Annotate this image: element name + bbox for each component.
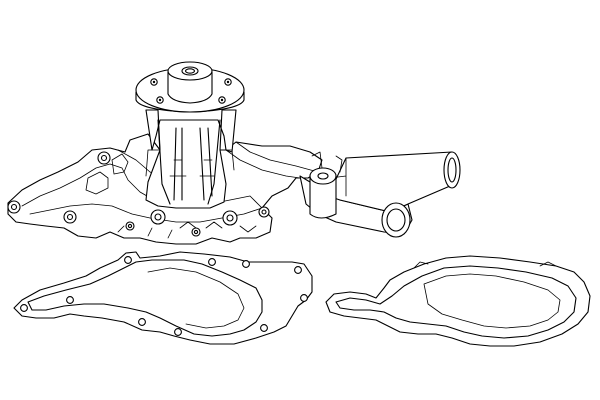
bolt-holes: [7, 151, 270, 237]
pedestal-center-right: [199, 127, 213, 201]
flange-detail: [179, 221, 257, 233]
housing-edge-3: [235, 141, 319, 173]
gasket-left-holes: [20, 256, 308, 336]
gasket-right-tab: [413, 261, 557, 269]
housing-rib: [85, 171, 109, 195]
gasket-left-inner: [27, 259, 263, 337]
gasket-right-outer: [325, 255, 591, 347]
gasket-left: [13, 251, 313, 345]
gasket-right-inner-2: [423, 273, 561, 329]
outlet-pipe: [299, 151, 461, 238]
pump-hub: [135, 61, 245, 113]
gasket-right: [325, 255, 591, 347]
pedestal-left-rib: [157, 119, 171, 205]
housing-edge-2: [225, 149, 301, 179]
water-pump: [7, 61, 461, 245]
pedestal-right-rib: [207, 119, 221, 205]
pedestal-center-left: [173, 127, 183, 201]
gasket-left-inner-2: [147, 267, 245, 329]
flange-detail-2: [117, 225, 173, 239]
pedestal-web: [169, 159, 215, 177]
gasket-left-outer: [13, 251, 313, 345]
pedestal-base: [145, 149, 235, 177]
housing-rib-2: [111, 153, 129, 175]
gasket-right-inner: [335, 265, 577, 339]
bypass-nipple: [309, 151, 343, 219]
